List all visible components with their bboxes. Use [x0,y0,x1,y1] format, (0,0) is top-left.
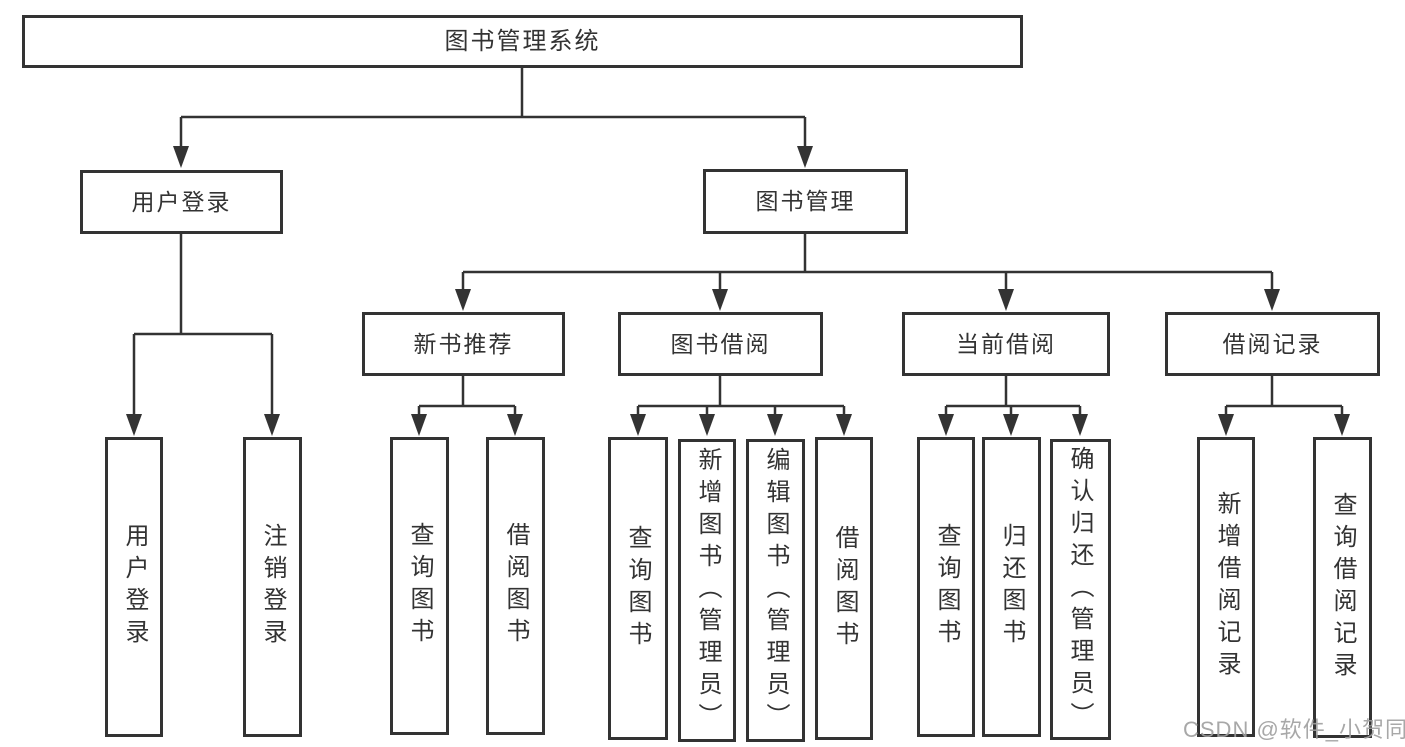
node-user-login: 用户登录 [80,170,283,234]
arrow-down-icon [797,146,813,168]
leaf-borrow-book: 借阅图书 [815,437,873,740]
arrow-down-icon [630,414,646,436]
leaf-return-book: 归还图书 [982,437,1041,737]
leaf-query-book-recommend: 查询图书 [390,437,449,735]
arrow-down-icon [938,414,954,436]
connector-lines [132,68,1344,418]
arrow-down-icon [699,414,715,436]
leaf-edit-book-admin: 编辑图书（管理员） [746,439,805,742]
arrow-down-icon [836,414,852,436]
arrow-down-icon [1003,414,1019,436]
leaf-add-borrow-record: 新增借阅记录 [1197,437,1255,737]
arrow-down-icon [998,289,1014,311]
node-book-management: 图书管理 [703,169,908,234]
leaf-logout-login: 注销登录 [243,437,302,737]
node-new-book-recommend: 新书推荐 [362,312,565,376]
arrow-down-icon [455,289,471,311]
arrow-down-icon [126,414,142,436]
arrow-down-icon [173,146,189,168]
node-root: 图书管理系统 [22,15,1023,68]
leaf-confirm-return-admin: 确认归还（管理员） [1050,439,1111,740]
node-current-borrow: 当前借阅 [902,312,1110,376]
arrow-down-icon [264,414,280,436]
arrow-down-icon [1334,414,1350,436]
arrow-down-icon [1264,289,1280,311]
arrow-down-icon [712,289,728,311]
arrowhead-icons [126,146,1350,436]
arrow-down-icon [411,414,427,436]
arrow-down-icon [1218,414,1234,436]
leaf-add-book-admin: 新增图书（管理员） [678,439,736,742]
leaf-query-borrow-record: 查询借阅记录 [1313,437,1372,738]
leaf-query-book-current: 查询图书 [917,437,975,737]
arrow-down-icon [1072,414,1088,436]
node-book-borrow: 图书借阅 [618,312,823,376]
leaf-query-book-borrow: 查询图书 [608,437,668,740]
leaf-user-login: 用户登录 [105,437,163,737]
arrow-down-icon [767,414,783,436]
node-borrow-record: 借阅记录 [1165,312,1380,376]
leaf-borrow-book-recommend: 借阅图书 [486,437,545,735]
csdn-watermark: CSDN @软件_小贺同学 [1183,717,1405,742]
arrow-down-icon [507,414,523,436]
